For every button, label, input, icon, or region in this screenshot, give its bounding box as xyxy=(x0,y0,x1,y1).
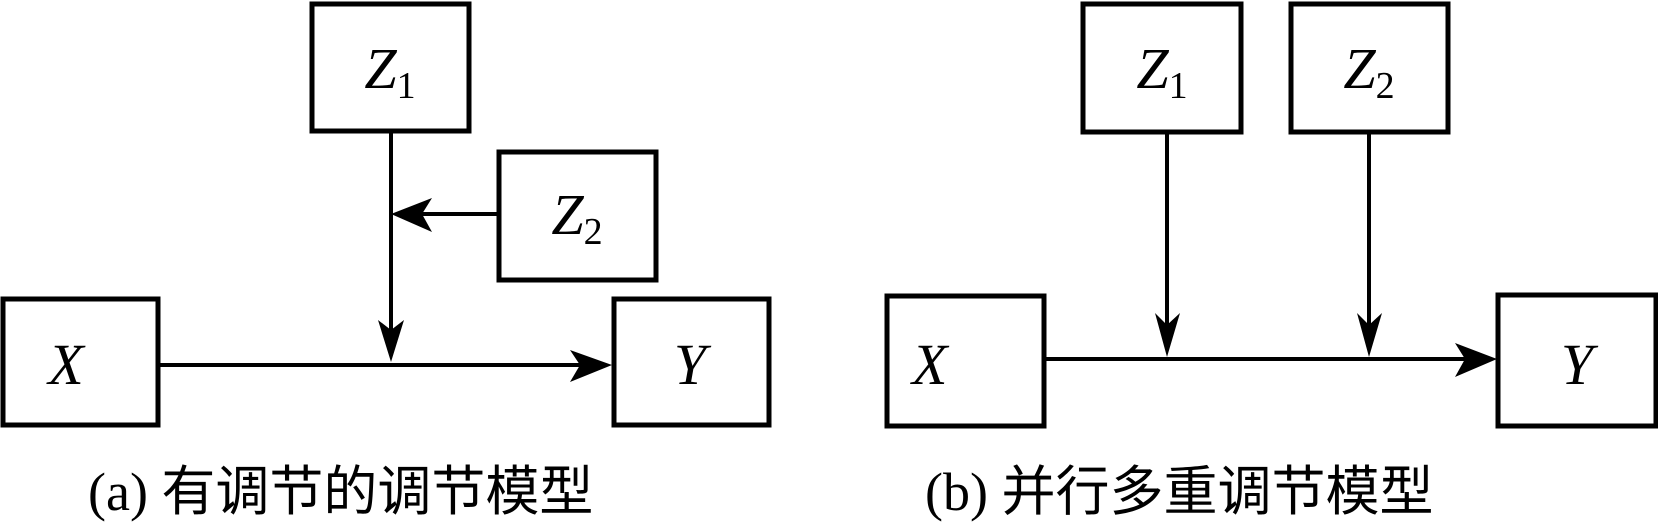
node-b-z1-sub: 1 xyxy=(1169,65,1188,107)
caption-a: (a) 有调节的调节模型 xyxy=(88,462,593,522)
node-a-x-label: X xyxy=(46,332,86,397)
node-b-y-label: Y xyxy=(1561,332,1599,397)
node-a-y-label: Y xyxy=(674,332,712,397)
arrowhead-a-z1 xyxy=(378,320,404,362)
node-b-y: Y xyxy=(1495,292,1658,429)
node-b-z1-label: Z xyxy=(1136,36,1169,101)
node-a-x: X xyxy=(0,296,161,428)
node-b-x: X xyxy=(884,293,1047,429)
node-b-z2: Z2 xyxy=(1288,1,1451,135)
node-a-z2: Z2 xyxy=(496,149,659,283)
node-b-z2-sub: 2 xyxy=(1376,65,1395,107)
node-b-z2-label: Z xyxy=(1343,36,1376,101)
arrowhead-b-y xyxy=(1455,343,1497,377)
node-a-z2-sub: 2 xyxy=(584,211,603,253)
svg-text:Z1: Z1 xyxy=(1136,36,1187,107)
node-a-z2-label: Z xyxy=(551,182,584,247)
node-a-y: Y xyxy=(611,296,772,428)
arrowhead-a-y xyxy=(570,350,612,382)
svg-text:Z2: Z2 xyxy=(551,182,602,253)
diagram-a: Z1 Z2 X Y (a) 有调节的调节模型 xyxy=(0,1,772,522)
node-a-z1-label: Z xyxy=(364,36,397,101)
arrowhead-b-z1 xyxy=(1155,313,1180,357)
svg-text:Z1: Z1 xyxy=(364,36,415,107)
arrowhead-a-z2 xyxy=(391,198,432,232)
node-a-z1: Z1 xyxy=(309,1,472,134)
caption-b: (b) 并行多重调节模型 xyxy=(925,462,1433,522)
node-b-x-label: X xyxy=(910,332,950,397)
node-a-z1-sub: 1 xyxy=(397,65,416,107)
node-b-z1: Z1 xyxy=(1080,1,1244,135)
diagram-b: Z1 Z2 X Y (b) 并行多重调节模型 xyxy=(884,1,1658,522)
arrowhead-b-z2 xyxy=(1357,313,1382,357)
svg-text:Z2: Z2 xyxy=(1343,36,1394,107)
